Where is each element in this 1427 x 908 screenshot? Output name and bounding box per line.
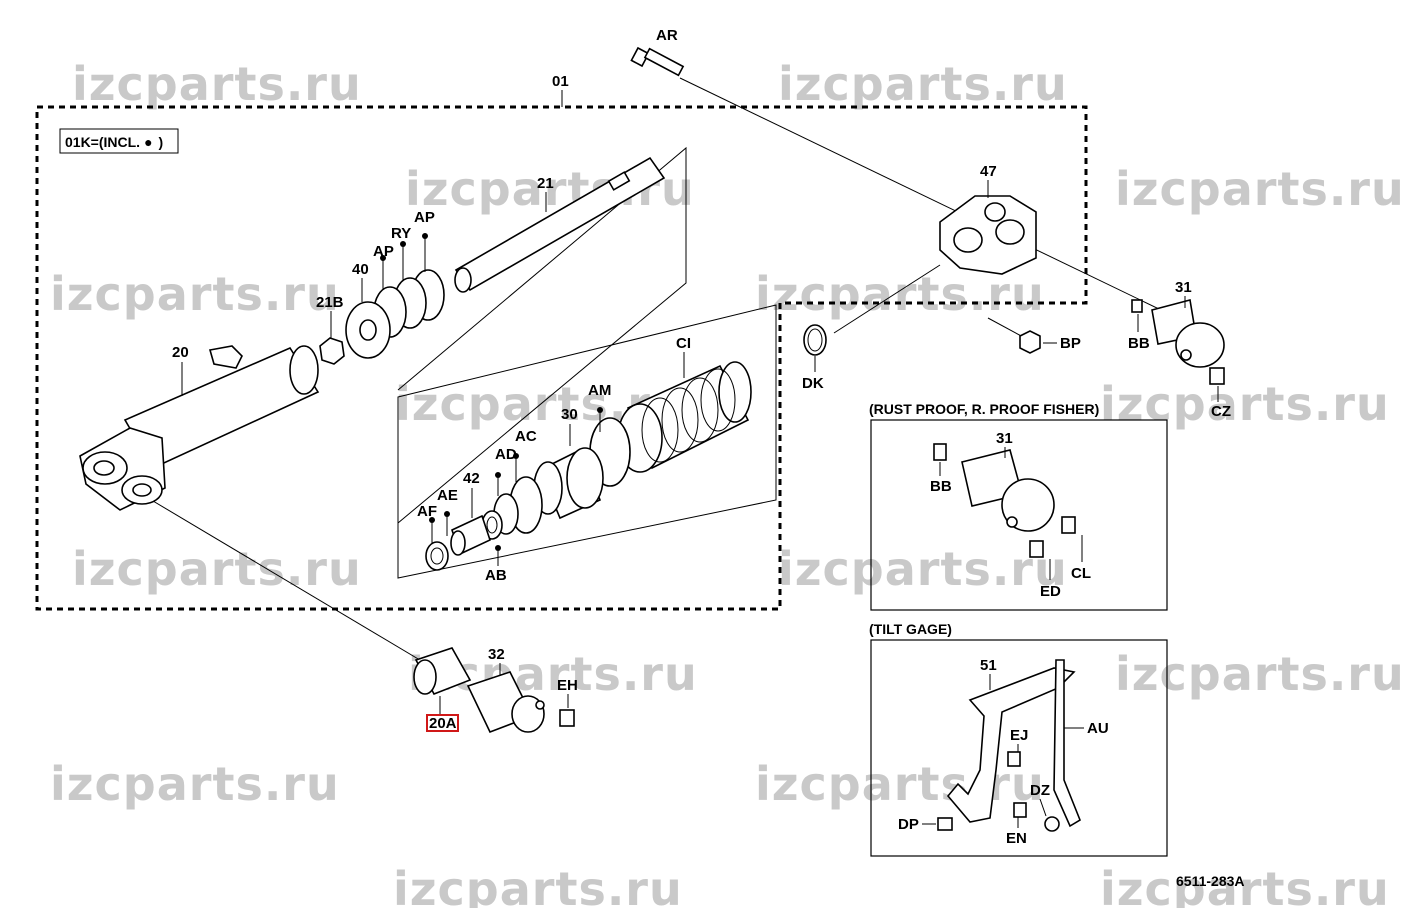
label-21B: 21B bbox=[316, 294, 344, 311]
watermark: izcparts.ru bbox=[1115, 162, 1405, 216]
watermark: izcparts.ru bbox=[393, 862, 683, 908]
kit-note-bullet: ● bbox=[144, 134, 152, 150]
watermark: izcparts.ru bbox=[50, 267, 340, 321]
assembly-boundary: 01 bbox=[35, 73, 1088, 611]
label-47: 47 bbox=[980, 163, 997, 180]
label-32: 32 bbox=[488, 646, 505, 663]
label-CL: CL bbox=[1071, 565, 1091, 582]
label-EJ: EJ bbox=[1010, 727, 1028, 744]
label-EH: EH bbox=[557, 677, 578, 694]
label-RY: RY bbox=[391, 225, 411, 242]
rod-end-axis-line bbox=[833, 264, 941, 334]
bolt-ar: AR bbox=[630, 27, 685, 77]
assembly-label: 01 bbox=[552, 73, 569, 90]
label-CI: CI bbox=[676, 335, 691, 352]
kit-note-suffix: ) bbox=[159, 134, 164, 150]
label-AF: AF bbox=[417, 503, 437, 520]
label-21: 21 bbox=[537, 175, 554, 192]
label-AU: AU bbox=[1087, 720, 1109, 737]
bp-axis-line bbox=[987, 317, 1026, 339]
piston-seals: AP RY AP 40 21B bbox=[316, 209, 445, 365]
rod-explode-panel bbox=[397, 146, 687, 524]
kit-note-prefix: 01K=(INCL. bbox=[65, 134, 140, 150]
inset-rust-proof: (RUST PROOF, R. PROOF FISHER) 31 BB CL E… bbox=[869, 401, 1168, 611]
piston-rod-21: 21 bbox=[454, 156, 666, 293]
rod-end-47: 47 bbox=[939, 163, 1037, 275]
label-DK: DK bbox=[802, 375, 824, 392]
nut-bp: BP bbox=[1019, 330, 1081, 354]
boot-ci: CI bbox=[617, 335, 752, 473]
label-BB: BB bbox=[1128, 335, 1150, 352]
watermark: izcparts.ru bbox=[50, 757, 340, 811]
label-BP: BP bbox=[1060, 335, 1081, 352]
watermark: izcparts.ru bbox=[1100, 862, 1390, 908]
pin-31: 31 BB CZ bbox=[1128, 279, 1231, 420]
label-AE: AE bbox=[437, 487, 458, 504]
label-40: 40 bbox=[352, 261, 369, 278]
label-30: 30 bbox=[561, 406, 578, 423]
label-AD: AD bbox=[495, 446, 517, 463]
label-AB: AB bbox=[485, 567, 507, 584]
label-AP: AP bbox=[373, 243, 394, 260]
label-AM: AM bbox=[588, 382, 611, 399]
label-42: 42 bbox=[463, 470, 480, 487]
label-DZ: DZ bbox=[1030, 782, 1050, 799]
watermark: izcparts.ru bbox=[778, 57, 1068, 111]
watermark: izcparts.ru bbox=[755, 267, 1045, 321]
label-AR: AR bbox=[656, 27, 678, 44]
label-31-inset: 31 bbox=[996, 430, 1013, 447]
kit-note: 01K=(INCL.●) bbox=[59, 128, 179, 154]
pin-axis-line bbox=[679, 77, 1187, 323]
watermark: izcparts.ru bbox=[72, 57, 362, 111]
watermark: izcparts.ru bbox=[755, 757, 1045, 811]
highlighted-part-label: 20A bbox=[429, 715, 457, 732]
cylinder-tube-20: 20 bbox=[79, 344, 320, 511]
inset-tilt-title: (TILT GAGE) bbox=[869, 621, 952, 637]
inset-rust-title: (RUST PROOF, R. PROOF FISHER) bbox=[869, 401, 1099, 417]
label-AP: AP bbox=[414, 209, 435, 226]
watermark: izcparts.ru bbox=[778, 542, 1068, 596]
watermark: izcparts.ru bbox=[1115, 647, 1405, 701]
gland-parts: AM 30 AC AD 42 AE AF AB bbox=[417, 382, 631, 584]
label-ED: ED bbox=[1040, 583, 1061, 600]
watermarks: izcparts.ru izcparts.ru izcparts.ru izcp… bbox=[50, 57, 1405, 908]
watermark: izcparts.ru bbox=[72, 542, 362, 596]
label-DP: DP bbox=[898, 816, 919, 833]
bushing-axis-line bbox=[147, 497, 441, 673]
label-BB-inset: BB bbox=[930, 478, 952, 495]
label-31: 31 bbox=[1175, 279, 1192, 296]
inset-tilt-gage: (TILT GAGE) 51 AU EJ DZ DP EN bbox=[869, 621, 1168, 857]
label-AC: AC bbox=[515, 428, 537, 445]
watermark: izcparts.ru bbox=[1100, 377, 1390, 431]
label-20: 20 bbox=[172, 344, 189, 361]
bushing-and-pin: 32 EH 20A bbox=[413, 646, 578, 734]
svg-text:01K=(INCL.●): 01K=(INCL.●) bbox=[65, 134, 163, 150]
clamp-dk: DK bbox=[802, 324, 827, 392]
highlighted-part-box bbox=[426, 714, 459, 732]
label-EN: EN bbox=[1006, 830, 1027, 847]
label-CZ: CZ bbox=[1211, 403, 1231, 420]
diagram-code: 6511-283A bbox=[1176, 873, 1245, 889]
label-51: 51 bbox=[980, 657, 997, 674]
gland-explode-panel bbox=[397, 304, 777, 579]
